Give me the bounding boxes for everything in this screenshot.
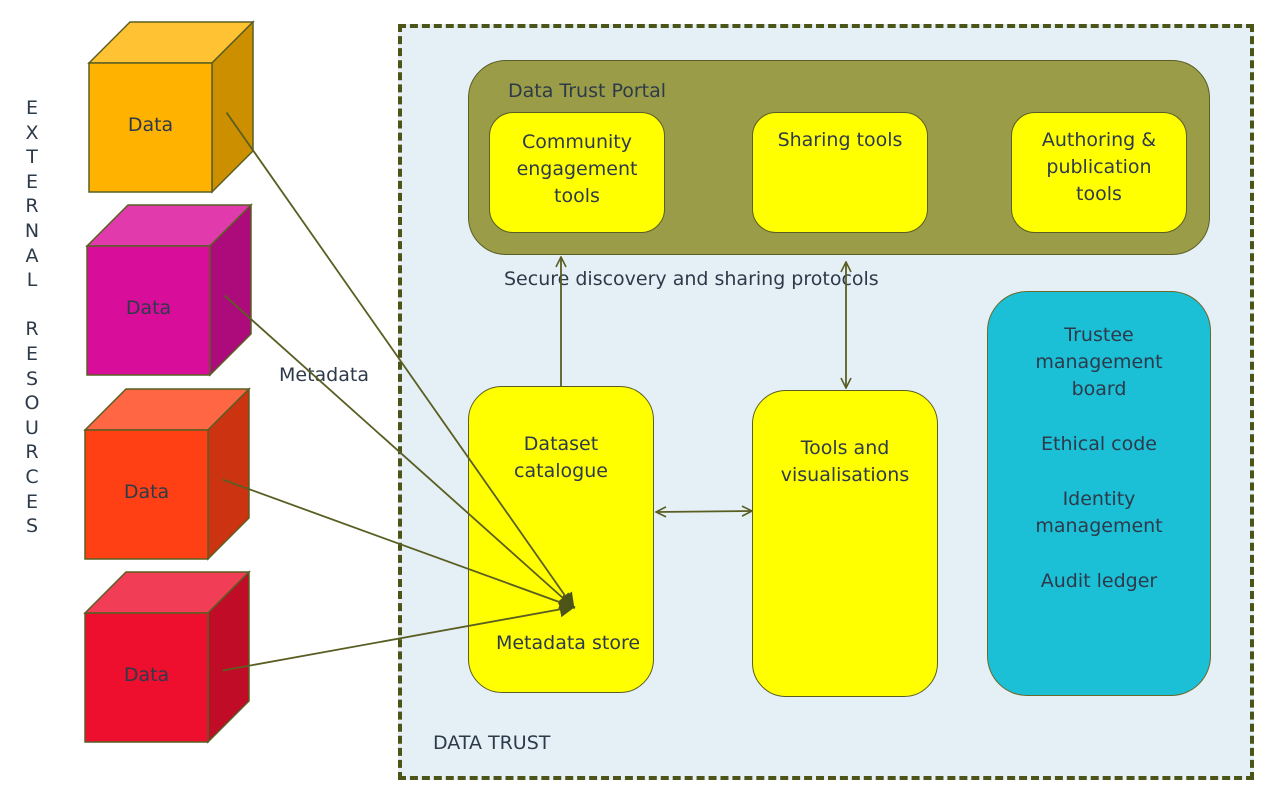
metadata-label: Metadata: [279, 364, 369, 386]
side-label-letter: E: [25, 342, 38, 365]
side-label-letter: X: [25, 121, 39, 144]
governance-item: Identity management: [1035, 488, 1163, 537]
metadata-arrow: [223, 294, 575, 609]
cube-label: Data: [125, 296, 172, 319]
side-label-letter: O: [24, 392, 40, 415]
authoring-publication-tools-label: Authoring & publication tools: [1041, 129, 1157, 205]
data-trust-label: DATA TRUST: [433, 732, 551, 754]
cube-label: Data: [123, 480, 170, 503]
cube-front-face: [88, 62, 213, 193]
cube-label: Data: [127, 113, 174, 136]
sharing-tools[interactable]: Sharing tools: [752, 112, 928, 233]
side-label-letter: E: [25, 490, 38, 513]
side-label-letter: S: [25, 367, 39, 390]
sharing-tools-label: Sharing tools: [777, 129, 903, 151]
tools-visualisations-label: Tools and visualisations: [780, 437, 910, 486]
portal-title: Data Trust Portal: [508, 80, 667, 102]
cube-front-face: [84, 612, 209, 743]
governance-item: Audit ledger: [1040, 570, 1158, 592]
side-label-letter: R: [25, 318, 39, 341]
community-engagement-tools-label: Community engagement tools: [516, 131, 638, 207]
metadata-arrow: [222, 601, 576, 672]
authoring-publication-tools[interactable]: Authoring & publication tools: [1011, 112, 1187, 233]
side-label-letter: L: [26, 269, 38, 292]
dataset-catalogue[interactable]: Dataset catalogue: [468, 386, 654, 693]
governance-item: Ethical code: [1040, 433, 1157, 455]
cube-front-face: [86, 245, 211, 376]
community-engagement-tools[interactable]: Community engagement tools: [489, 112, 665, 233]
side-label-letter: S: [25, 515, 39, 538]
dataset-catalogue-title: Dataset catalogue: [514, 433, 608, 482]
side-label-letter: C: [25, 465, 39, 488]
metadata-store-label: Metadata store: [495, 632, 641, 654]
cube-label: Data: [123, 663, 170, 686]
side-label-letter: A: [25, 244, 39, 267]
side-label-letter: N: [24, 219, 40, 242]
data-cube[interactable]: [85, 203, 253, 377]
data-cube[interactable]: [83, 387, 251, 561]
side-label-letter: R: [25, 441, 39, 464]
side-label-letter: E: [25, 170, 38, 193]
metadata-arrow: [222, 478, 576, 610]
side-label-letter: U: [25, 416, 39, 439]
data-cube[interactable]: [87, 20, 255, 194]
side-label-letter: T: [26, 146, 38, 169]
side-label-letter: E: [25, 97, 38, 119]
governance-box[interactable]: Trustee management board Ethical code Id…: [987, 291, 1211, 696]
protocols-label: Secure discovery and sharing protocols: [504, 268, 879, 290]
metadata-arrow: [225, 111, 575, 610]
tools-visualisations[interactable]: Tools and visualisations: [752, 390, 938, 697]
cube-front-face: [84, 429, 209, 560]
side-label-letter: R: [25, 195, 39, 218]
governance-item: Trustee management board: [1035, 324, 1163, 400]
arrow-catalogue-tools-bidirectional: [656, 511, 752, 512]
data-cube[interactable]: [83, 570, 251, 744]
